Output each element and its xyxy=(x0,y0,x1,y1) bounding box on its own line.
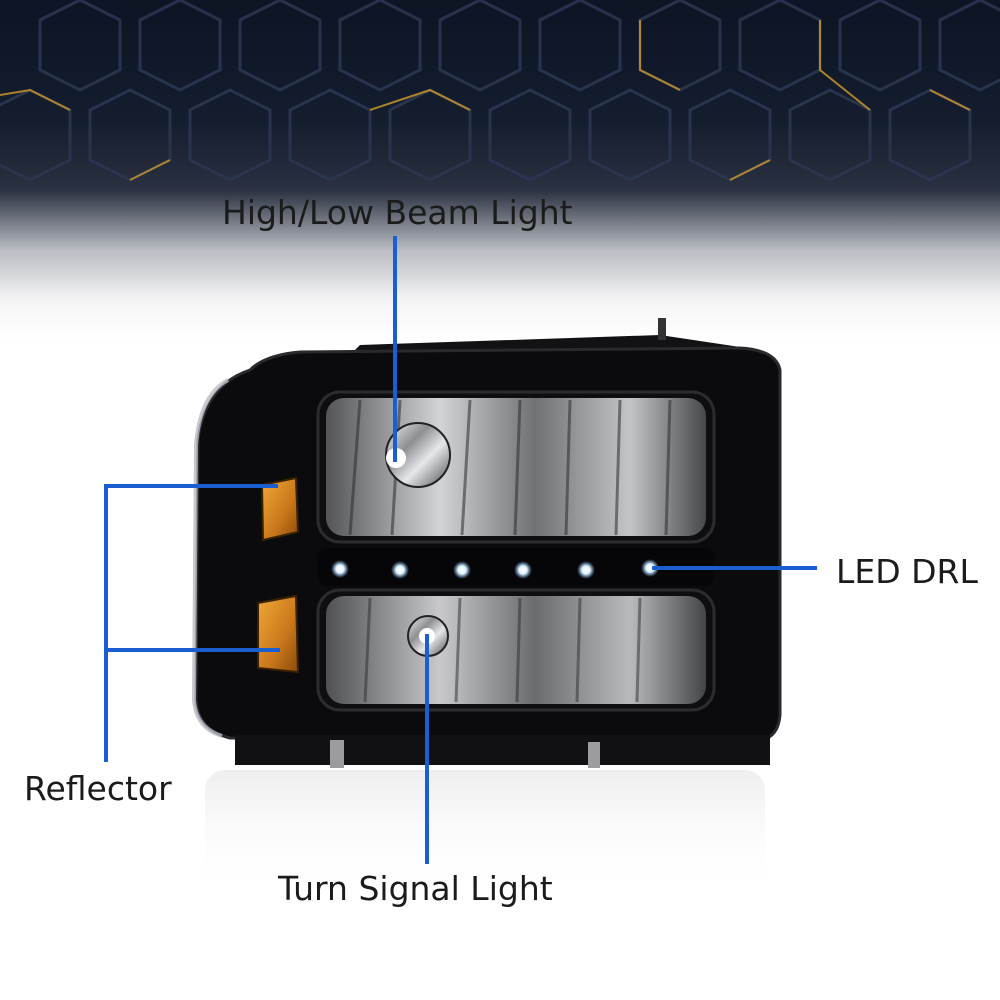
headlight-assembly-image xyxy=(191,318,782,768)
hexagon-pattern-background xyxy=(0,0,1000,182)
turn-signal-callout: Turn Signal Light xyxy=(278,869,553,908)
led-drl-callout: LED DRL xyxy=(836,552,978,591)
high-low-beam-callout: High/Low Beam Light xyxy=(222,193,573,232)
reflector-callout: Reflector xyxy=(24,769,172,808)
callout-leader-lines xyxy=(104,236,817,864)
